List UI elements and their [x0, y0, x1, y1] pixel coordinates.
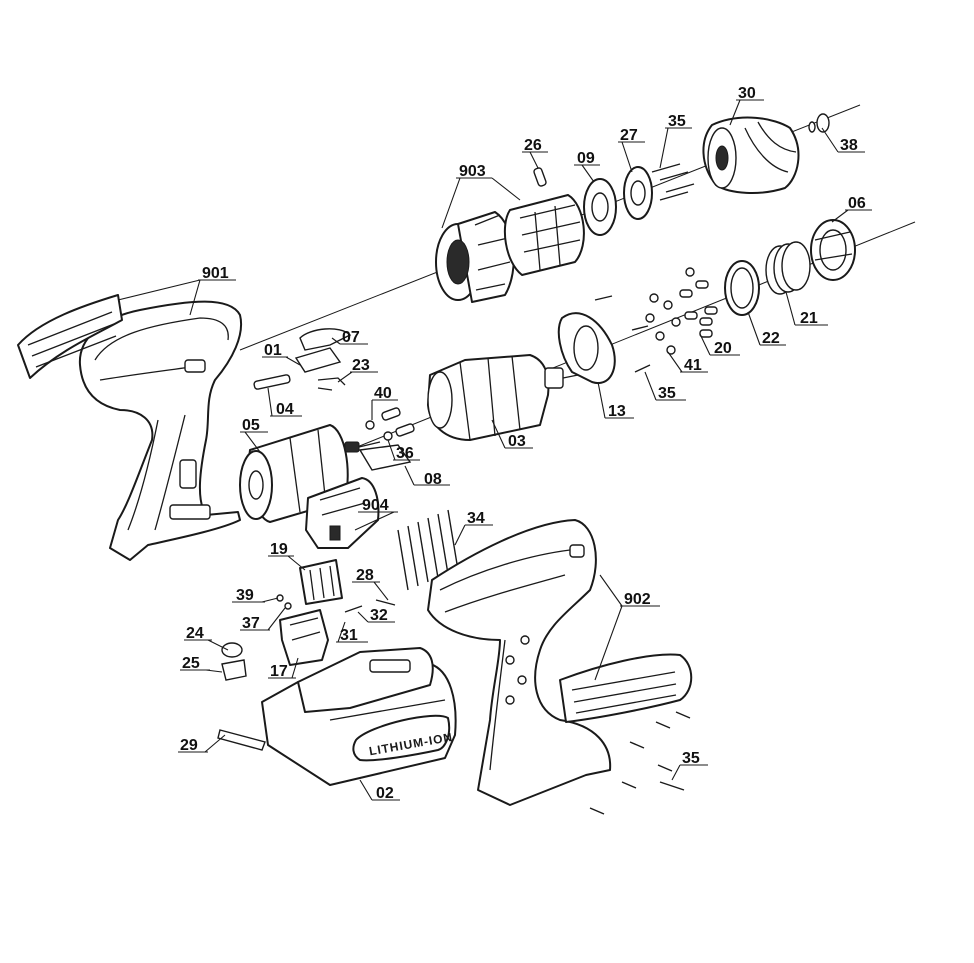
washer: [808, 113, 830, 133]
callout-05: 05: [242, 417, 260, 434]
lock-ring: [724, 260, 760, 316]
callout-13: 13: [608, 403, 626, 420]
callout-30: 30: [738, 85, 756, 102]
screws-middle: [594, 295, 651, 373]
callout-40: 40: [374, 385, 392, 402]
led-plate: [221, 659, 247, 681]
spacer-washers: [365, 407, 415, 441]
spring: [765, 241, 811, 295]
callout-08: 08: [424, 471, 442, 488]
switch-module: [305, 477, 380, 549]
bit-holder: [217, 729, 266, 751]
balls-and-pins: [645, 267, 718, 355]
housing-half-right: [427, 519, 612, 806]
callout-09: 09: [577, 150, 595, 167]
led-holder: [221, 642, 243, 658]
callout-41: 41: [684, 357, 702, 374]
callout-02: 02: [376, 785, 394, 802]
callout-27: 27: [620, 127, 638, 144]
callout-34: 34: [467, 510, 485, 527]
callout-24: 24: [186, 625, 204, 642]
callout-901: 901: [202, 265, 229, 282]
callout-36: 36: [396, 445, 414, 462]
callout-23: 23: [352, 357, 370, 374]
direction-slider: [279, 609, 329, 666]
grip-insert-right: [559, 653, 693, 723]
callout-35-middle: 35: [658, 385, 676, 402]
chuck-jaw-cage: [503, 194, 585, 276]
housing-half-left: [78, 300, 243, 561]
callout-20: 20: [714, 340, 732, 357]
callout-03: 03: [508, 433, 526, 450]
mounting-plate: [358, 444, 412, 471]
chuck-head: [702, 116, 800, 195]
leader-lines: [117, 99, 872, 801]
rocker-pin: [253, 374, 291, 390]
adjustment-ring: [810, 219, 856, 281]
callout-35-bottom: 35: [682, 750, 700, 767]
front-plate: [557, 312, 616, 385]
switch-slide: [294, 347, 342, 373]
screws-bottom: [589, 711, 691, 815]
callout-01: 01: [264, 342, 282, 359]
callout-902: 902: [624, 591, 651, 608]
callout-22: 22: [762, 330, 780, 347]
callout-904: 904: [362, 497, 389, 514]
callout-25: 25: [182, 655, 200, 672]
battery-pack: LITHIUM-ION: [261, 647, 457, 786]
callout-06: 06: [848, 195, 866, 212]
chuck-sleeve: [435, 211, 515, 303]
callout-903: 903: [459, 163, 486, 180]
callout-32: 32: [370, 607, 388, 624]
callout-31: 31: [340, 627, 358, 644]
contact-pins: [397, 509, 459, 591]
spring-clip: [317, 377, 346, 391]
screws-top: [651, 163, 695, 201]
callout-38: 38: [840, 137, 858, 154]
gearbox: [427, 354, 579, 441]
gear-ring: [583, 178, 617, 236]
callout-04: 04: [276, 401, 294, 418]
callout-labels: 30 35 27 26 09 38 903 06 901 07 01 23 21…: [180, 85, 866, 802]
clutch-ring: [623, 166, 653, 220]
callout-35-top: 35: [668, 113, 686, 130]
cover-plate: [299, 328, 352, 351]
callout-37: 37: [242, 615, 260, 632]
callout-26: 26: [524, 137, 542, 154]
callout-28: 28: [356, 567, 374, 584]
grip-insert-left: [17, 294, 123, 379]
callout-07: 07: [342, 329, 360, 346]
callout-19: 19: [270, 541, 288, 558]
callout-17: 17: [270, 663, 288, 680]
pin: [533, 167, 547, 187]
switch-cover: [299, 559, 343, 605]
callout-21: 21: [800, 310, 818, 327]
callout-39: 39: [236, 587, 254, 604]
callout-29: 29: [180, 737, 198, 754]
